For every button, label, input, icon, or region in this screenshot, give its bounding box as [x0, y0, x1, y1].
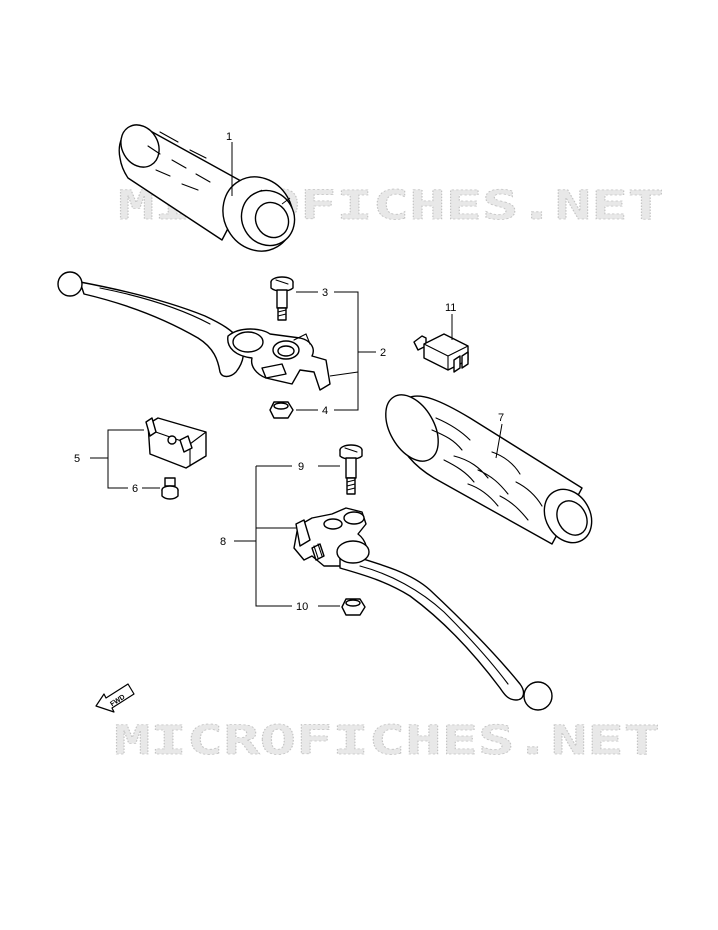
part-2-brake-lever	[57, 271, 331, 391]
callout-8: 8	[220, 536, 226, 548]
leader-2-lever	[329, 371, 359, 377]
callout-5: 5	[74, 453, 80, 465]
fwd-arrow-icon: FWD	[95, 683, 135, 713]
callout-4: 4	[322, 405, 328, 417]
callout-9: 9	[298, 461, 304, 473]
leader-7	[495, 423, 503, 459]
part-6-screw	[161, 477, 179, 500]
callout-7: 7	[498, 412, 504, 424]
part-4-nut	[269, 401, 294, 419]
part-10-nut	[341, 598, 366, 616]
part-7-right-grip	[385, 394, 593, 545]
part-11-brake-switch	[413, 333, 469, 373]
part-1-left-grip	[118, 124, 296, 252]
callout-6: 6	[132, 483, 138, 495]
part-9-pivot-bolt	[339, 444, 363, 495]
watermark-bottom: MICROFICHES.NET	[114, 718, 660, 764]
part-5-bracket	[145, 417, 207, 469]
callout-1: 1	[226, 131, 232, 143]
callout-10: 10	[296, 601, 308, 613]
callout-2: 2	[380, 347, 386, 359]
bracket-8	[255, 466, 292, 607]
callout-3: 3	[322, 287, 328, 299]
part-3-pivot-bolt	[270, 276, 294, 321]
part-8-clutch-lever	[293, 507, 553, 711]
bracket-2	[334, 291, 359, 411]
callout-11: 11	[445, 302, 456, 314]
bracket-5	[107, 429, 144, 489]
